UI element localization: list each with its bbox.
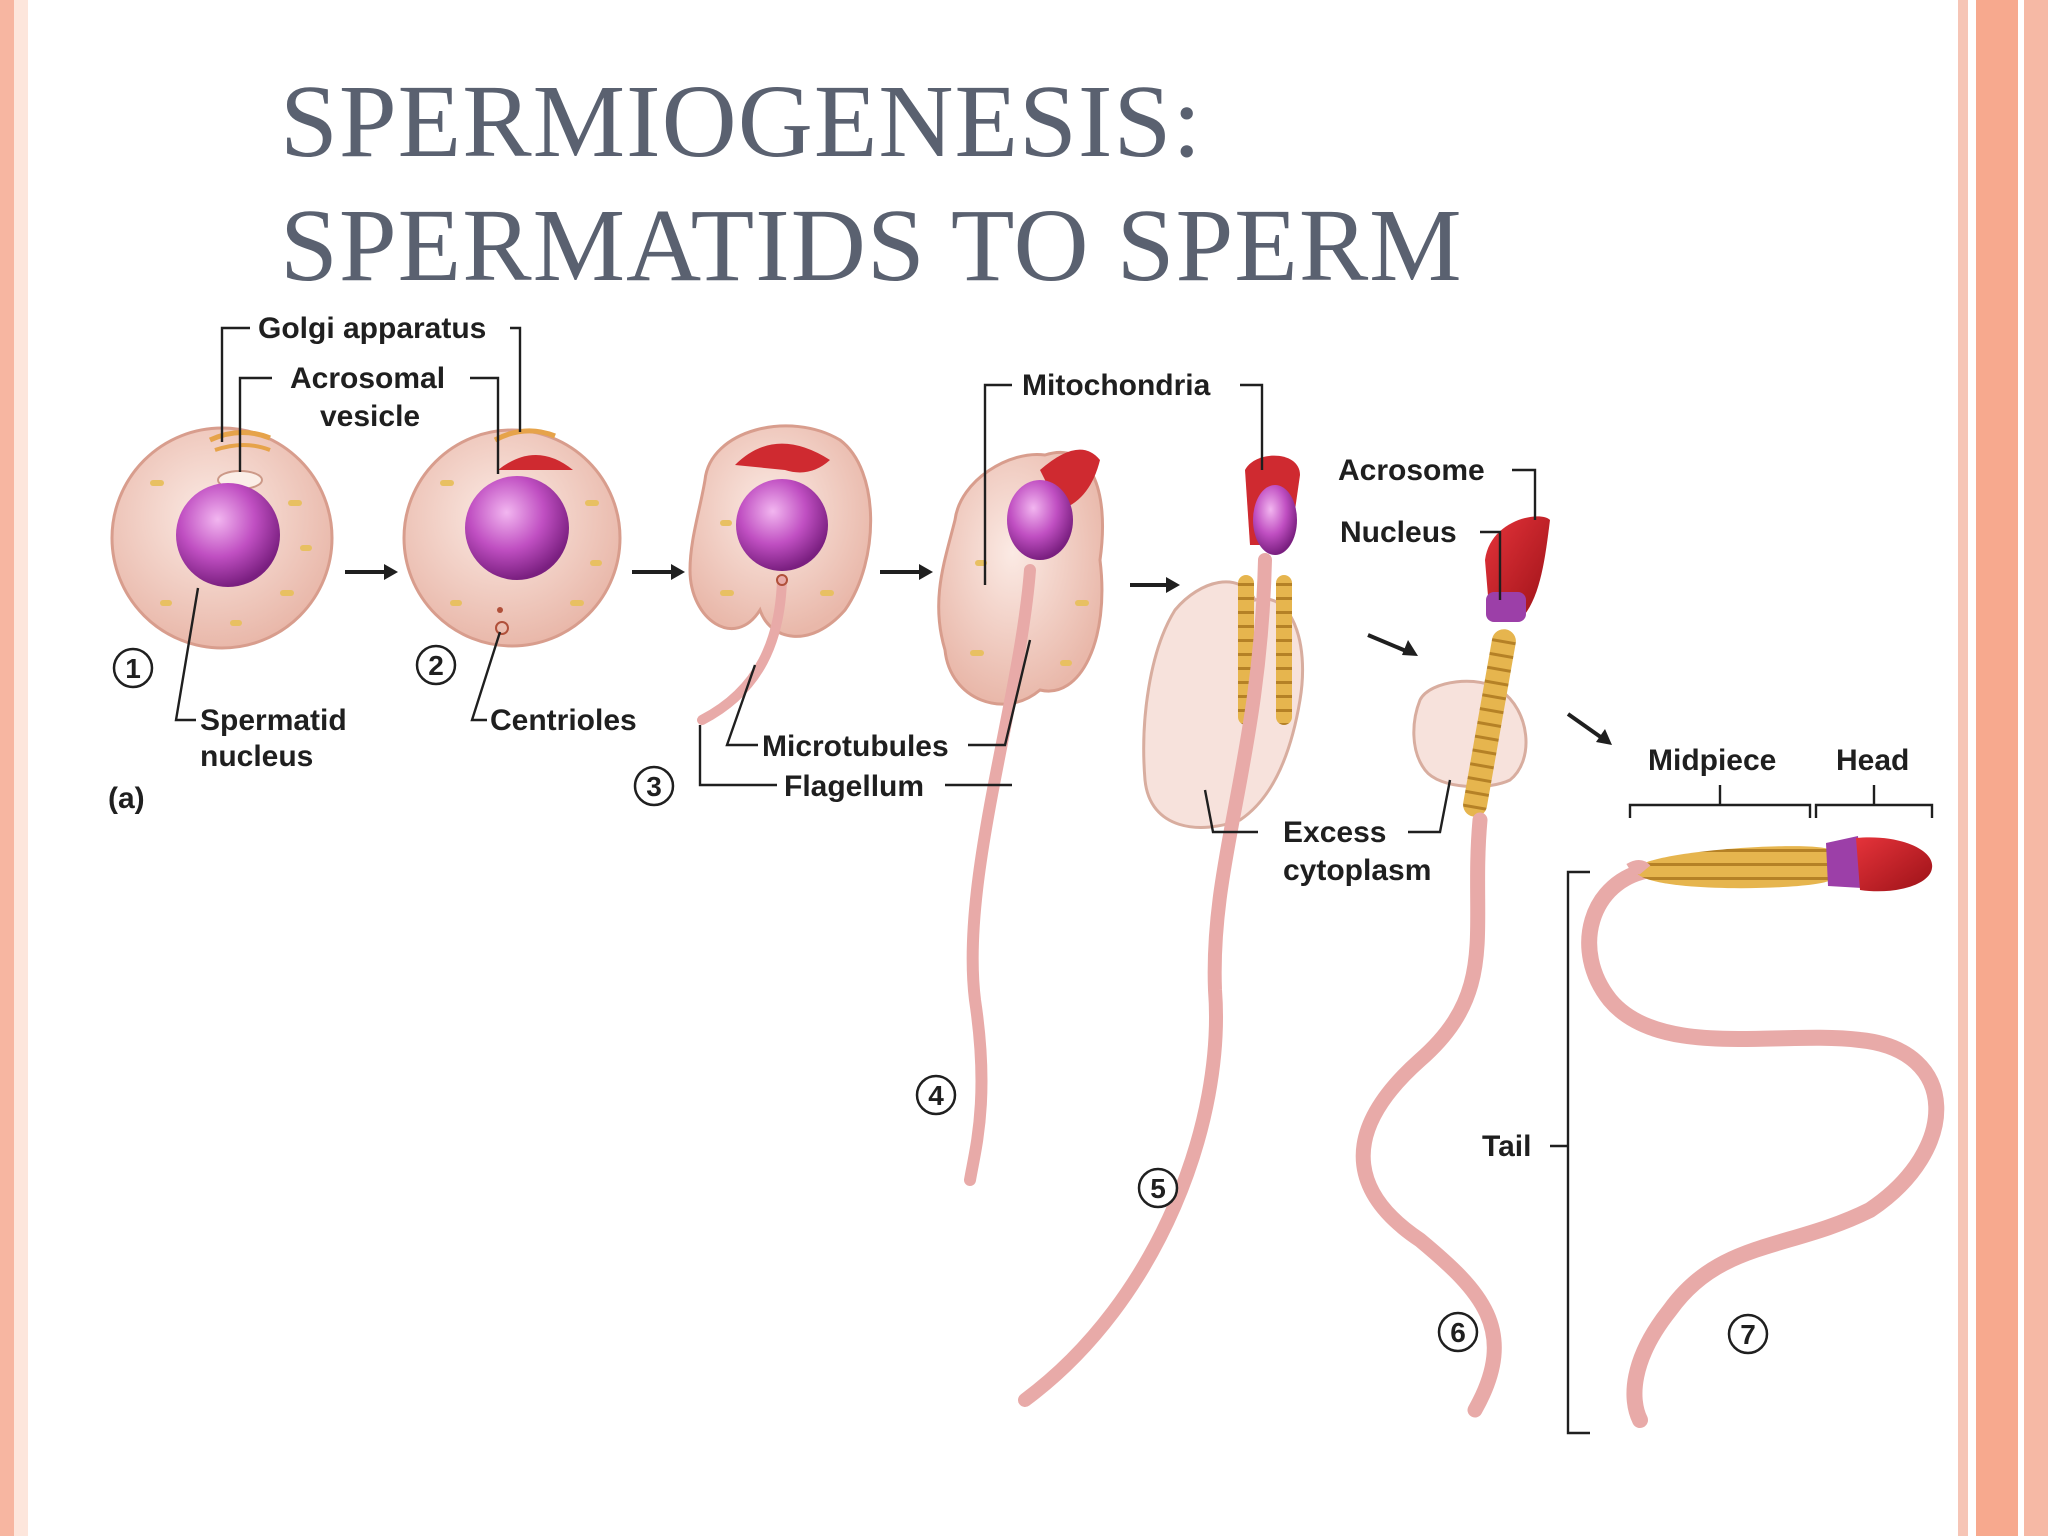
spermatid-stage-6: [1355, 516, 1550, 1418]
spermatid-nucleus: [736, 479, 828, 571]
nucleus: [1486, 592, 1526, 622]
spermatid-stage-3: [688, 424, 873, 725]
svg-text:7: 7: [1740, 1319, 1756, 1350]
svg-text:2: 2: [428, 650, 444, 681]
label-acrosome: Acrosome: [1338, 454, 1485, 487]
svg-text:4: 4: [928, 1080, 944, 1111]
panel-label: (a): [108, 782, 145, 815]
golgi-apparatus: [493, 428, 556, 443]
midpiece: [1635, 846, 1830, 889]
label-spermatid-nucleus-2: nucleus: [200, 740, 313, 773]
mature-sperm-stage-7: [1581, 836, 1945, 1428]
spermatid-stage-5: [1018, 455, 1305, 1407]
label-flagellum: Flagellum: [784, 770, 924, 803]
nucleus: [1826, 836, 1862, 888]
progression-arrow: [1367, 633, 1407, 653]
spermatid-stage-1: [110, 426, 334, 650]
label-golgi-apparatus: Golgi apparatus: [258, 312, 486, 345]
nucleus: [1007, 480, 1073, 560]
spermatid-stage-2: [402, 428, 622, 648]
step-5-marker: 5: [1137, 1167, 1179, 1209]
flagellum: [1018, 553, 1272, 1407]
step-6-marker: 6: [1437, 1311, 1479, 1353]
label-midpiece: Midpiece: [1648, 744, 1776, 777]
label-microtubules: Microtubules: [762, 730, 949, 763]
leader-lines: [174, 326, 1934, 1435]
progression-arrow: [1566, 712, 1604, 740]
spermatid-nucleus: [465, 476, 569, 580]
title-line-1: SPERMIOGENESIS:: [280, 64, 1203, 179]
acrosomal-vesicle: [735, 443, 830, 473]
svg-text:5: 5: [1150, 1173, 1166, 1204]
label-mitochondria: Mitochondria: [1022, 369, 1211, 402]
svg-text:6: 6: [1450, 1317, 1466, 1348]
step-7-marker: 7: [1727, 1313, 1769, 1355]
centrioles: [495, 621, 509, 635]
step-4-marker: 4: [915, 1074, 957, 1116]
label-excess-cytoplasm-1: Excess: [1283, 816, 1386, 849]
head: [1856, 837, 1933, 892]
mitochondria: [1463, 629, 1516, 817]
flagellum: [1355, 812, 1502, 1418]
slide-border-left: [0, 0, 28, 1536]
acrosomal-vesicle: [498, 455, 573, 470]
label-nucleus: Nucleus: [1340, 516, 1457, 549]
label-spermatid-nucleus-1: Spermatid: [200, 704, 347, 737]
flagellum: [964, 564, 1036, 1186]
svg-text:1: 1: [125, 653, 141, 684]
label-acrosomal-vesicle-2: vesicle: [320, 400, 420, 433]
label-centrioles: Centrioles: [490, 704, 637, 737]
title-line-2: SPERMATIDS TO SPERM: [280, 188, 1463, 303]
spermatid-nucleus: [176, 483, 280, 587]
svg-text:3: 3: [646, 771, 662, 802]
step-1-marker: 1: [112, 647, 154, 689]
slide-title: SPERMIOGENESIS: SPERMATIDS TO SPERM: [280, 60, 1920, 308]
slide-border-right: [1958, 0, 2048, 1536]
flagellum: [697, 575, 787, 725]
step-2-marker: 2: [415, 644, 457, 686]
centrioles: [776, 574, 788, 586]
step-markers: 1 2 3 4 5 6 7: [112, 644, 1769, 1355]
cell-organelles: [150, 480, 312, 626]
tail: [1581, 862, 1945, 1428]
label-acrosomal-vesicle-1: Acrosomal: [290, 362, 445, 395]
nucleus: [1253, 485, 1297, 555]
label-excess-cytoplasm-2: cytoplasm: [1283, 854, 1431, 887]
spermatid-stage-4: [937, 449, 1104, 1186]
label-head: Head: [1836, 744, 1909, 777]
label-tail: Tail: [1482, 1130, 1531, 1163]
step-3-marker: 3: [633, 765, 675, 807]
